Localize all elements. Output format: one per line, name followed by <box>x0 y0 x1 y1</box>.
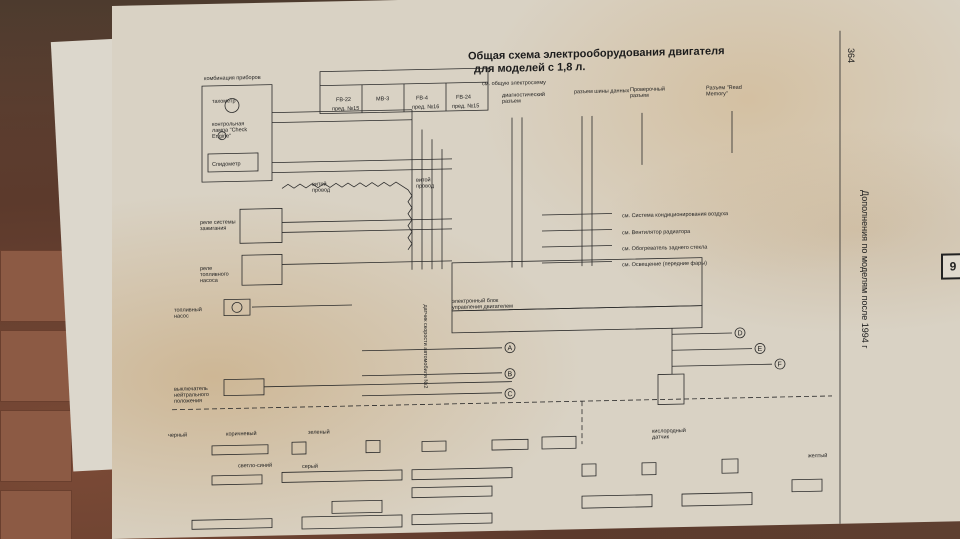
terminal-f: F <box>778 361 782 368</box>
fuel-relay-box <box>241 254 283 286</box>
floor-tile <box>0 330 72 402</box>
terminal-d: D <box>738 330 743 337</box>
tachometer-icon <box>224 98 240 113</box>
floor-tile <box>0 250 72 322</box>
terminal-a: A <box>508 345 513 352</box>
twisted-wire <box>281 181 413 251</box>
legend-connectors <box>191 435 823 530</box>
harness-lines <box>252 109 772 397</box>
motor-icon <box>231 301 243 313</box>
ecu-box <box>451 257 703 312</box>
ign-relay-box <box>239 208 283 244</box>
terminal-circles <box>504 327 786 400</box>
ecu-lower <box>451 305 703 334</box>
oxygen-sensor-box <box>657 373 685 405</box>
terminal-b: B <box>508 371 513 378</box>
speedometer-box <box>207 152 259 173</box>
check-lamp-icon <box>217 131 227 141</box>
terminal-e: E <box>758 346 763 353</box>
terminal-c: C <box>508 391 513 398</box>
fuel-pump-box <box>223 298 251 317</box>
floor-tile <box>0 410 72 482</box>
combination-box <box>201 84 273 183</box>
floor-tile <box>0 490 72 539</box>
neutral-switch-box <box>223 378 265 397</box>
legend-separator <box>172 395 832 411</box>
